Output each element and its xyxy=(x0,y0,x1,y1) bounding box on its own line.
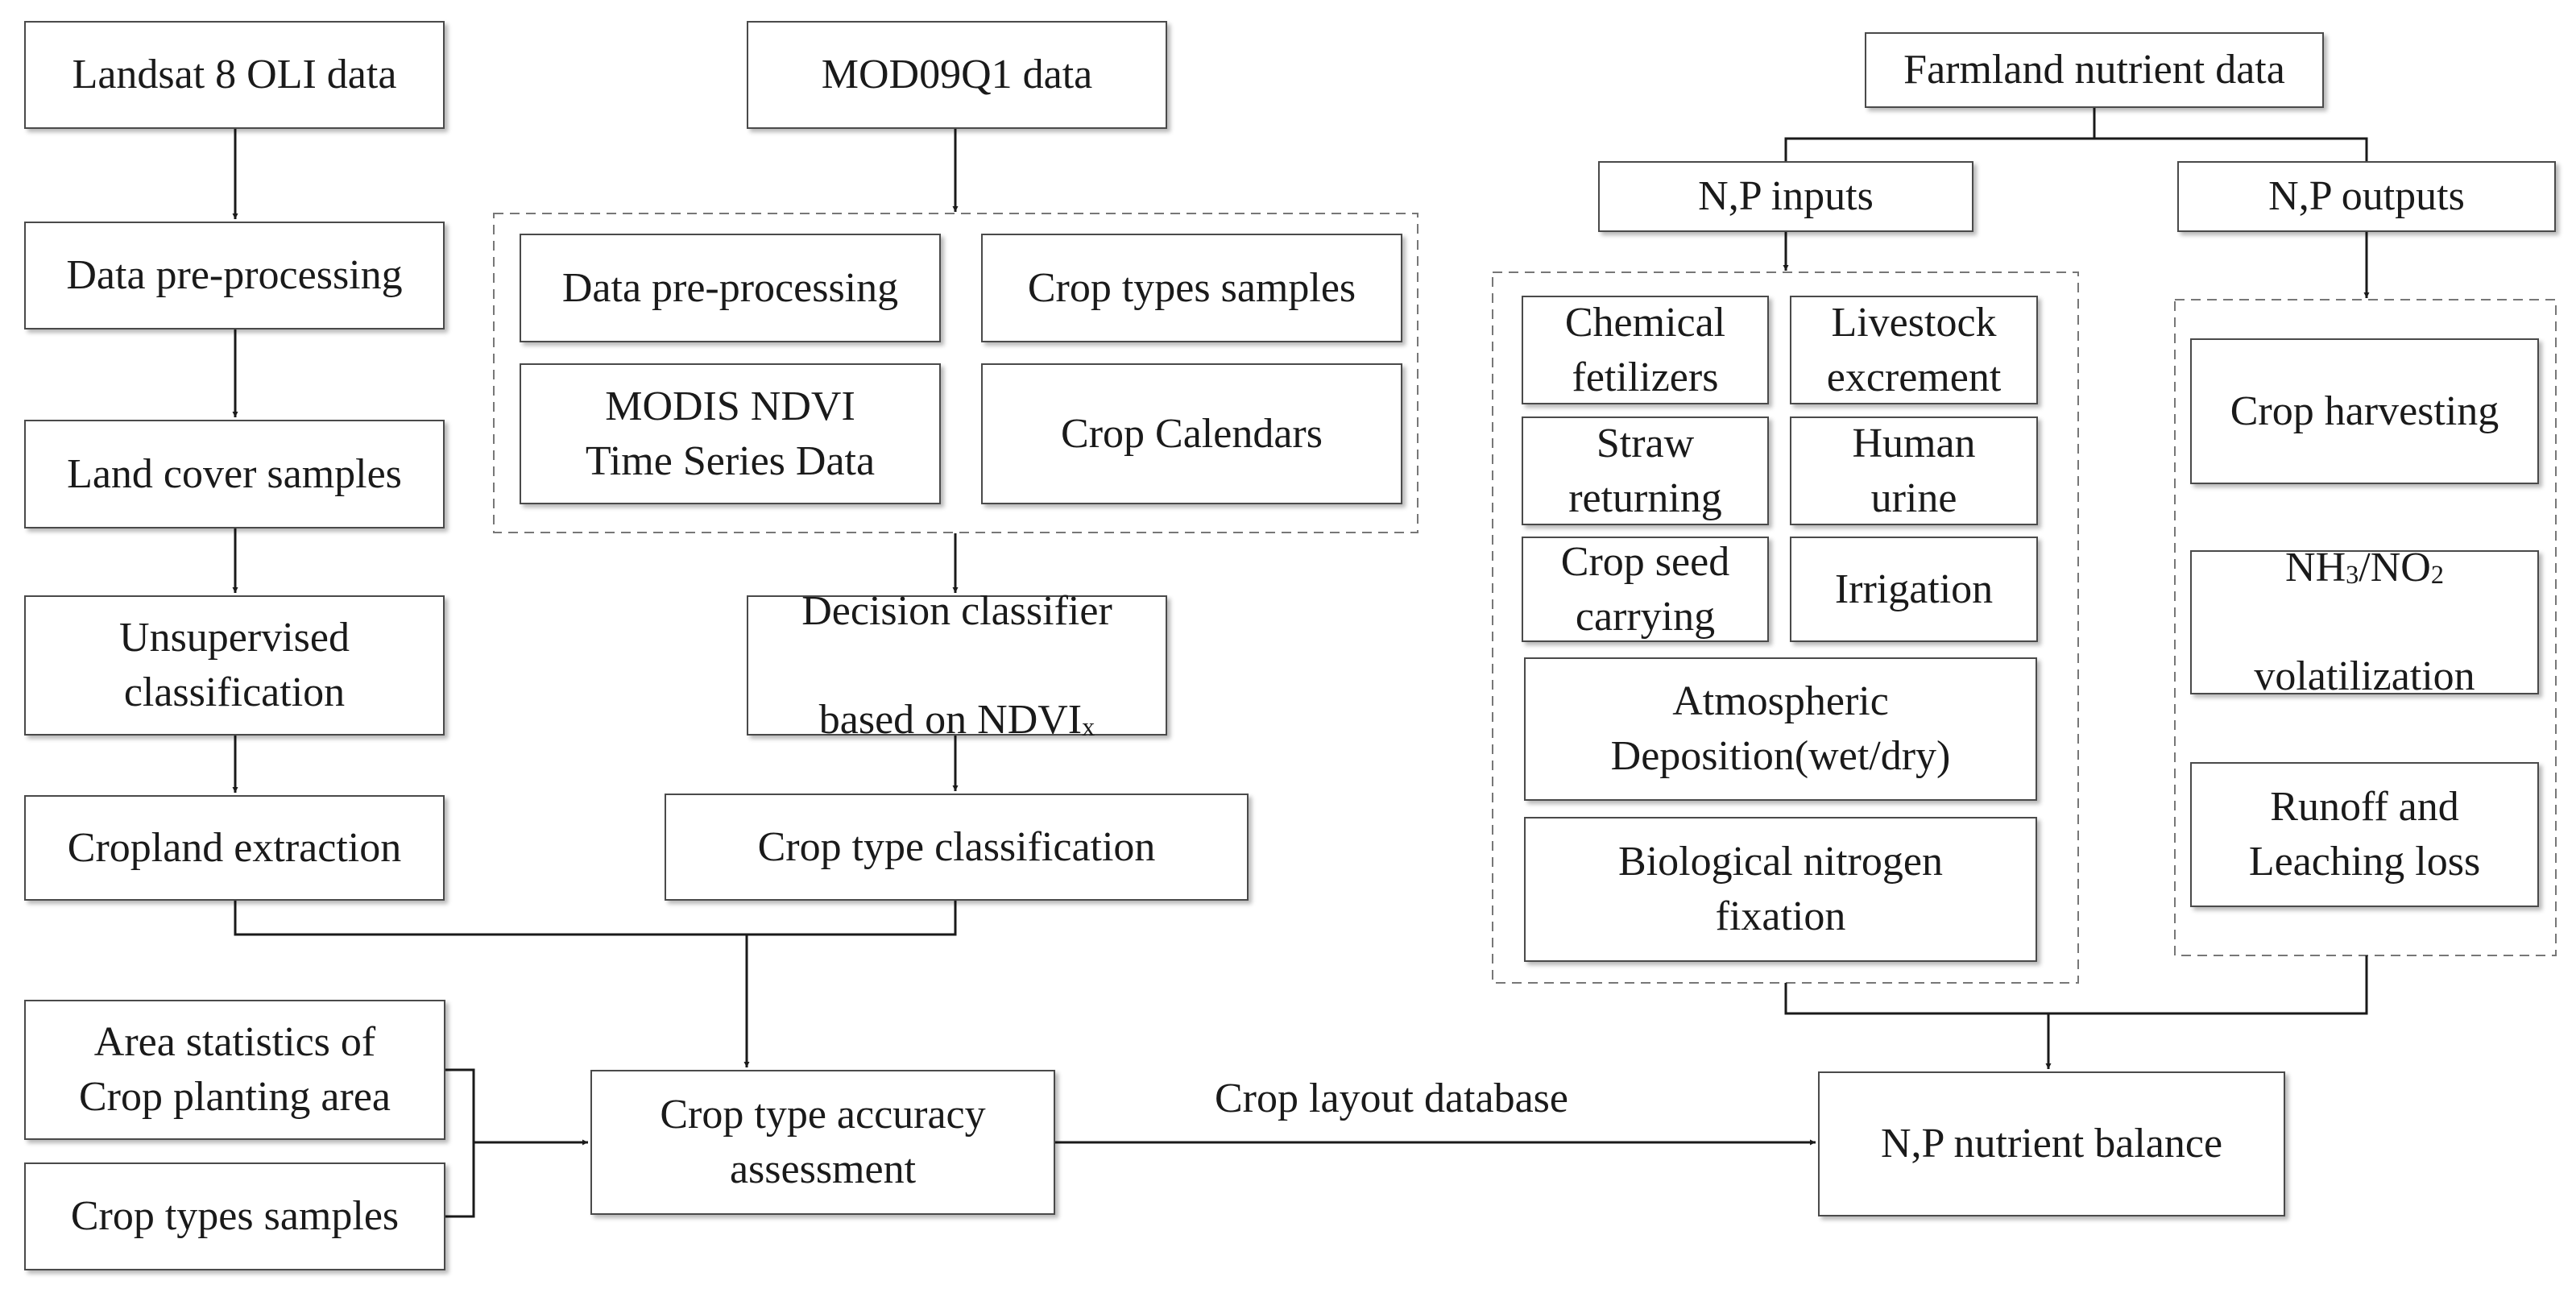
mod09q1-data-box: MOD09Q1 data xyxy=(747,21,1167,129)
connector-area-samples-bracket xyxy=(445,1068,475,1218)
formula-sub-3: 3 xyxy=(2346,560,2359,590)
connector-nutrient-split xyxy=(1784,108,2368,161)
formula-nh: NH xyxy=(2285,545,2346,591)
modis-crop-types-samples-box: Crop types samples xyxy=(981,234,1402,342)
volatilization-box: NH3/NO2 volatilization xyxy=(2190,545,2539,699)
formula-sub-2: 2 xyxy=(2430,560,2444,590)
crop-type-classification-box: Crop type classification xyxy=(665,794,1249,901)
crop-layout-database-label: Crop layout database xyxy=(1215,1075,1568,1121)
accuracy-assessment-box: Crop type accuracy assessment xyxy=(590,1070,1055,1215)
landsat-preprocess-box: Data pre-processing xyxy=(24,222,445,329)
modis-preprocess-box: Data pre-processing xyxy=(520,234,941,342)
chemical-fertilizers-box: Chemical fetilizers xyxy=(1522,296,1769,404)
crop-harvesting-box: Crop harvesting xyxy=(2190,338,2539,484)
landsat-data-box: Landsat 8 OLI data xyxy=(24,21,445,129)
formula-no: /NO xyxy=(2359,545,2431,591)
area-statistics-box: Area statistics of Crop planting area xyxy=(24,1000,445,1140)
farmland-nutrient-data-box: Farmland nutrient data xyxy=(1865,32,2324,108)
decision-classifier-line2: based on NDVIx xyxy=(801,693,1112,748)
atmospheric-deposition-box: Atmospheric Deposition(wet/dry) xyxy=(1524,657,2037,801)
land-cover-samples-box: Land cover samples xyxy=(24,420,445,528)
decision-classifier-line1: Decision classifier xyxy=(801,587,1112,634)
runoff-leaching-box: Runoff and Leaching loss xyxy=(2190,762,2539,907)
cropland-extraction-box: Cropland extraction xyxy=(24,795,445,901)
volatilization-word: volatilization xyxy=(2254,653,2475,700)
np-inputs-group xyxy=(1492,271,2079,984)
decision-classifier-subscript: x xyxy=(1082,712,1095,742)
modis-inputs-group xyxy=(493,213,1418,533)
np-outputs-box: N,P outputs xyxy=(2177,161,2556,232)
human-urine-box: Human urine xyxy=(1790,416,2038,525)
connector-groups-to-balance xyxy=(1784,955,2368,1015)
livestock-excrement-box: Livestock excrement xyxy=(1790,296,2038,404)
unsupervised-classification-box: Unsupervised classification xyxy=(24,595,445,736)
crop-seed-carrying-box: Crop seed carrying xyxy=(1522,537,1769,642)
modis-ndvi-series-box: MODIS NDVI Time Series Data xyxy=(520,363,941,504)
biological-nitrogen-fixation-box: Biological nitrogen fixation xyxy=(1524,817,2037,962)
np-inputs-box: N,P inputs xyxy=(1598,161,1973,232)
straw-returning-box: Straw returning xyxy=(1522,416,1769,525)
volatilization-formula: NH3/NO2 xyxy=(2254,541,2475,595)
crop-types-samples-box: Crop types samples xyxy=(24,1162,445,1270)
decision-classifier-box: Decision classifier based on NDVIx xyxy=(747,588,1167,743)
irrigation-box: Irrigation xyxy=(1790,537,2038,642)
crop-calendars-box: Crop Calendars xyxy=(981,363,1402,504)
np-nutrient-balance-box: N,P nutrient balance xyxy=(1818,1071,2285,1216)
decision-classifier-ndvi: based on NDVI xyxy=(818,696,1083,743)
connector-cropland-classification-merge xyxy=(234,901,957,936)
